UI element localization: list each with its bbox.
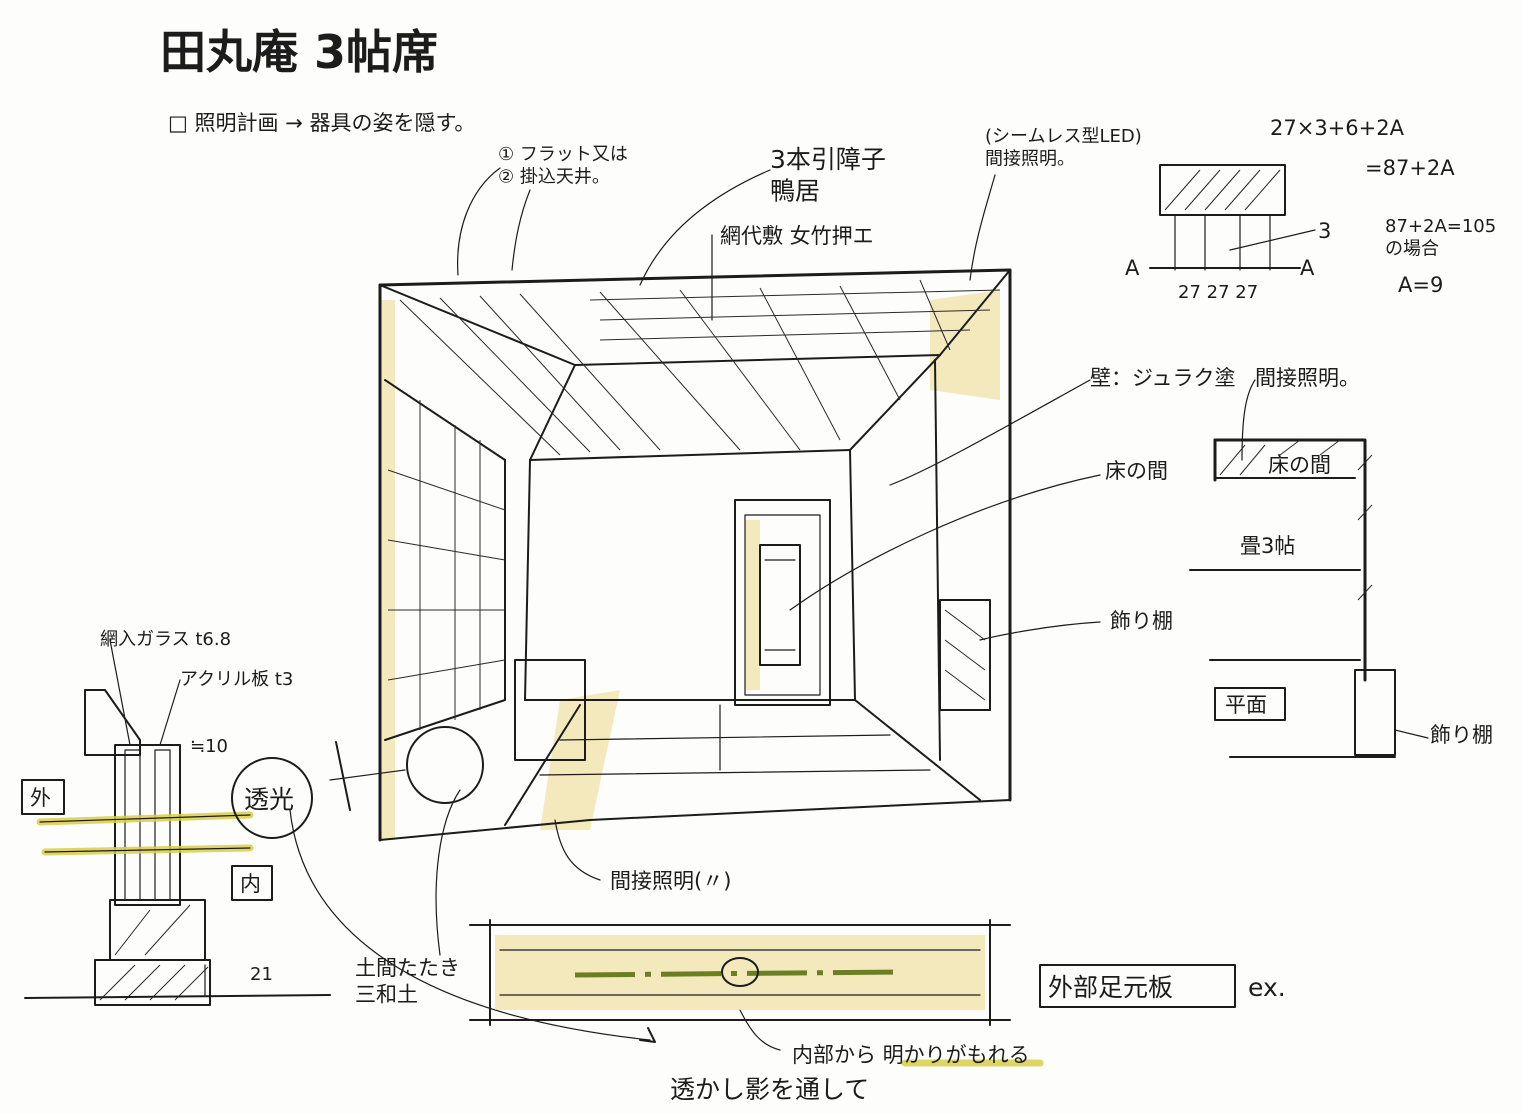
back-wall-left-edge xyxy=(524,459,531,701)
plan-hatch xyxy=(1219,439,1373,601)
cutout-pattern xyxy=(574,969,901,978)
cutout-motif xyxy=(721,957,759,987)
highlight-right-wall xyxy=(930,290,1000,400)
sheet-title: 田丸庵 3帖席 xyxy=(160,25,438,79)
tokonoma-frame xyxy=(734,499,831,706)
floor-right-line xyxy=(854,699,981,801)
transmit-window-callout xyxy=(406,726,484,804)
plan-shelf-label: 飾り棚 xyxy=(1430,723,1493,747)
tokonoma-inner xyxy=(744,514,821,696)
transmit-label: 透光 xyxy=(244,785,294,814)
shoji-lattice xyxy=(387,400,506,730)
floor-edge-front-right xyxy=(589,799,1011,821)
sill-block xyxy=(109,899,206,961)
lintel xyxy=(84,689,141,756)
plan-tokonoma-label: 床の間 xyxy=(1268,453,1331,477)
highlight-left-wall xyxy=(380,300,395,840)
ceiling-to-back-right xyxy=(849,354,941,451)
inside-label: 内 xyxy=(240,872,261,896)
acrylic-spec-label: アクリル板 t3 xyxy=(180,669,293,690)
dimension-21: 21 xyxy=(250,964,273,985)
dimension-3: 3 xyxy=(1318,219,1331,243)
indirect-floor-label: 間接照明(〃) xyxy=(610,869,731,893)
plan-tatami-label: 畳3帖 xyxy=(1240,534,1295,558)
leader-lines xyxy=(289,167,1256,1051)
foundation-hatch xyxy=(99,904,209,1001)
doma-label: 土間たたき三和土 xyxy=(355,956,460,1006)
through-shadow-label: 透かし影を通して xyxy=(670,1075,869,1104)
window-section-detail xyxy=(24,639,331,1006)
hanging-scroll xyxy=(759,544,801,666)
plan-title-box xyxy=(1214,687,1286,721)
decor-shelf-label: 飾り棚 xyxy=(1110,609,1173,633)
indirect-light-plan-label: 間接照明。 xyxy=(1255,366,1360,390)
back-ceiling-edge xyxy=(529,449,851,461)
shoji-top xyxy=(384,379,506,461)
foot-board-ex: ex. xyxy=(1248,973,1286,1002)
highlight-tokonoma xyxy=(745,520,760,690)
floor-left-line xyxy=(504,704,581,826)
result-label: A=9 xyxy=(1398,273,1443,297)
lattice-box xyxy=(1159,164,1286,216)
tokonoma-label: 床の間 xyxy=(1105,459,1168,483)
dimension-a-left: A xyxy=(1125,256,1140,280)
inner-light-label: 内部から 明かりがもれる xyxy=(792,1043,1030,1067)
foot-board-label: 外部足元板 xyxy=(1048,973,1173,1002)
foundation xyxy=(94,959,211,1006)
lighting-plan-heading: □ 照明計画 → 器具の姿を隠す。 xyxy=(168,111,475,135)
lattice-hatch xyxy=(1164,169,1281,211)
frame-section xyxy=(114,744,181,906)
arrow-head xyxy=(639,1027,656,1043)
back-wall-right-edge xyxy=(849,449,856,701)
decor-shelf xyxy=(939,599,991,711)
foot-board-box xyxy=(1039,964,1236,1008)
plan-view xyxy=(1189,438,1396,758)
formula-1: 27×3+6+2A xyxy=(1270,116,1405,140)
tatami-seam-2 xyxy=(539,769,931,776)
acrylic-pane xyxy=(154,749,171,901)
plan-walls xyxy=(1213,438,1367,682)
sub-dimensions: 27 27 27 xyxy=(1178,282,1258,303)
seamless-led-label: (シームレス型LED)間接照明。 xyxy=(985,126,1142,170)
ceiling-hatch xyxy=(399,279,1001,456)
plan-shelf xyxy=(1354,669,1396,756)
shelf-hatch xyxy=(944,609,986,701)
doma-block xyxy=(514,659,586,761)
foot-board-elevation xyxy=(469,919,1011,1026)
ajiro-ceiling-label: 網代敷 女竹押エ xyxy=(720,224,874,248)
room-perspective xyxy=(378,268,1012,842)
sliding-door-label: 3本引障子鴨居 xyxy=(770,145,886,205)
formula-2: =87+2A xyxy=(1365,156,1455,180)
foot-board-glow xyxy=(495,935,985,1010)
dimension-a-right: A xyxy=(1300,256,1315,280)
inside-box xyxy=(231,865,273,901)
transmit-circle xyxy=(231,757,313,839)
outside-box xyxy=(21,779,65,815)
dimension-10: ≒10 xyxy=(190,736,228,757)
wall-finish-label: 壁：ジュラク塗 xyxy=(1090,366,1236,390)
outside-label: 外 xyxy=(30,786,51,810)
glass-pane xyxy=(124,749,141,901)
room-frame xyxy=(378,268,1012,802)
tatami-seam-1 xyxy=(559,734,891,741)
ground-line xyxy=(24,994,331,999)
glass-spec-label: 網入ガラス t6.8 xyxy=(100,629,231,650)
lattice-detail xyxy=(1149,164,1316,271)
plan-title-label: 平面 xyxy=(1225,693,1267,717)
shoji-bottom xyxy=(384,699,506,741)
ceiling-to-back-left xyxy=(529,364,576,461)
